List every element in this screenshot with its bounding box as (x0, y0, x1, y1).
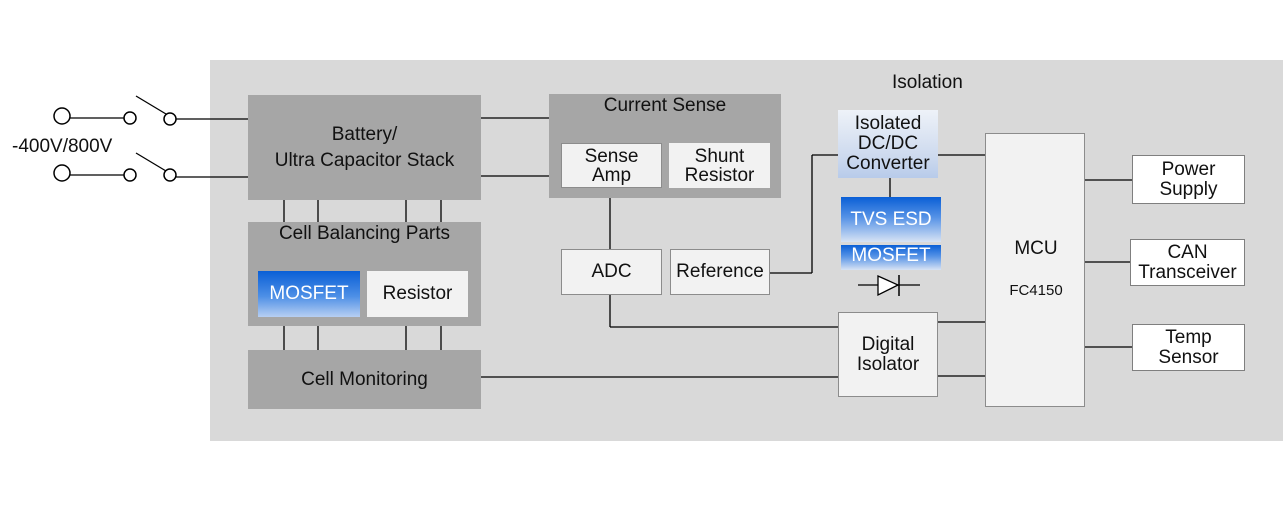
isolated-dcdc-block: Isolated DC/DC Converter (838, 110, 938, 178)
shunt-resistor-block: Shunt Resistor (669, 143, 770, 188)
cb-mosfet-label: MOSFET (269, 283, 349, 304)
power-supply-block: Power Supply (1132, 155, 1245, 204)
voltage-label: -400V/800V (12, 136, 113, 157)
isolated-dcdc-label-2: DC/DC (857, 133, 919, 154)
cell-monitoring-label: Cell Monitoring (301, 368, 428, 390)
mcu-part-label: FC4150 (1009, 282, 1063, 299)
battery-stack-block: Battery/ Ultra Capacitor Stack (248, 95, 481, 200)
shunt-label-2: Resistor (684, 164, 755, 186)
cb-resistor-block: Resistor (367, 271, 468, 317)
protection-mosfet-label: MOSFET (851, 245, 931, 266)
sense-amp-label-1: Sense (584, 145, 639, 167)
power-supply-label-2: Supply (1159, 178, 1218, 200)
adc-block: ADC (561, 249, 662, 295)
mcu-label: MCU (1014, 238, 1058, 259)
cb-mosfet-block: MOSFET (258, 271, 360, 317)
current-sense-label: Current Sense (603, 95, 727, 116)
cell-monitoring-block: Cell Monitoring (248, 350, 481, 409)
can-label-1: CAN (1167, 241, 1208, 263)
isolated-dcdc-label-1: Isolated (854, 113, 922, 134)
digital-isolator-label-1: Digital (861, 333, 915, 355)
current-sense-block: Current Sense Sense Amp Shunt Resistor (549, 94, 781, 198)
temp-label-1: Temp (1165, 326, 1212, 348)
cb-resistor-label: Resistor (382, 283, 453, 304)
temp-label-2: Sensor (1158, 346, 1219, 368)
isolated-dcdc-label-3: Converter (846, 153, 930, 174)
battery-label-2: Ultra Capacitor Stack (274, 149, 455, 171)
digital-isolator-label-2: Isolator (856, 353, 920, 375)
reference-block: Reference (670, 249, 770, 295)
adc-label: ADC (591, 261, 632, 282)
sense-amp-label-2: Amp (591, 164, 632, 186)
isolation-label: Isolation (892, 72, 963, 93)
tvs-esd-block: TVS ESD (841, 197, 941, 242)
power-supply-label-1: Power (1161, 158, 1216, 180)
sense-amp-block: Sense Amp (561, 143, 662, 188)
temp-sensor-block: Temp Sensor (1132, 324, 1245, 371)
diode-icon (877, 274, 900, 297)
reference-label: Reference (676, 261, 764, 282)
digital-isolator-block: Digital Isolator (838, 312, 938, 397)
battery-label-1: Battery/ (331, 123, 398, 145)
shunt-label-1: Shunt (694, 145, 745, 167)
can-transceiver-block: CAN Transceiver (1130, 239, 1245, 286)
cell-balancing-label: Cell Balancing Parts (278, 223, 451, 244)
tvs-esd-label: TVS ESD (850, 208, 932, 230)
mcu-block: MCU FC4150 (985, 133, 1085, 407)
can-label-2: Transceiver (1138, 261, 1237, 283)
protection-mosfet-block: MOSFET (841, 245, 941, 270)
cell-balancing-block: Cell Balancing Parts MOSFET Resistor (248, 222, 481, 326)
